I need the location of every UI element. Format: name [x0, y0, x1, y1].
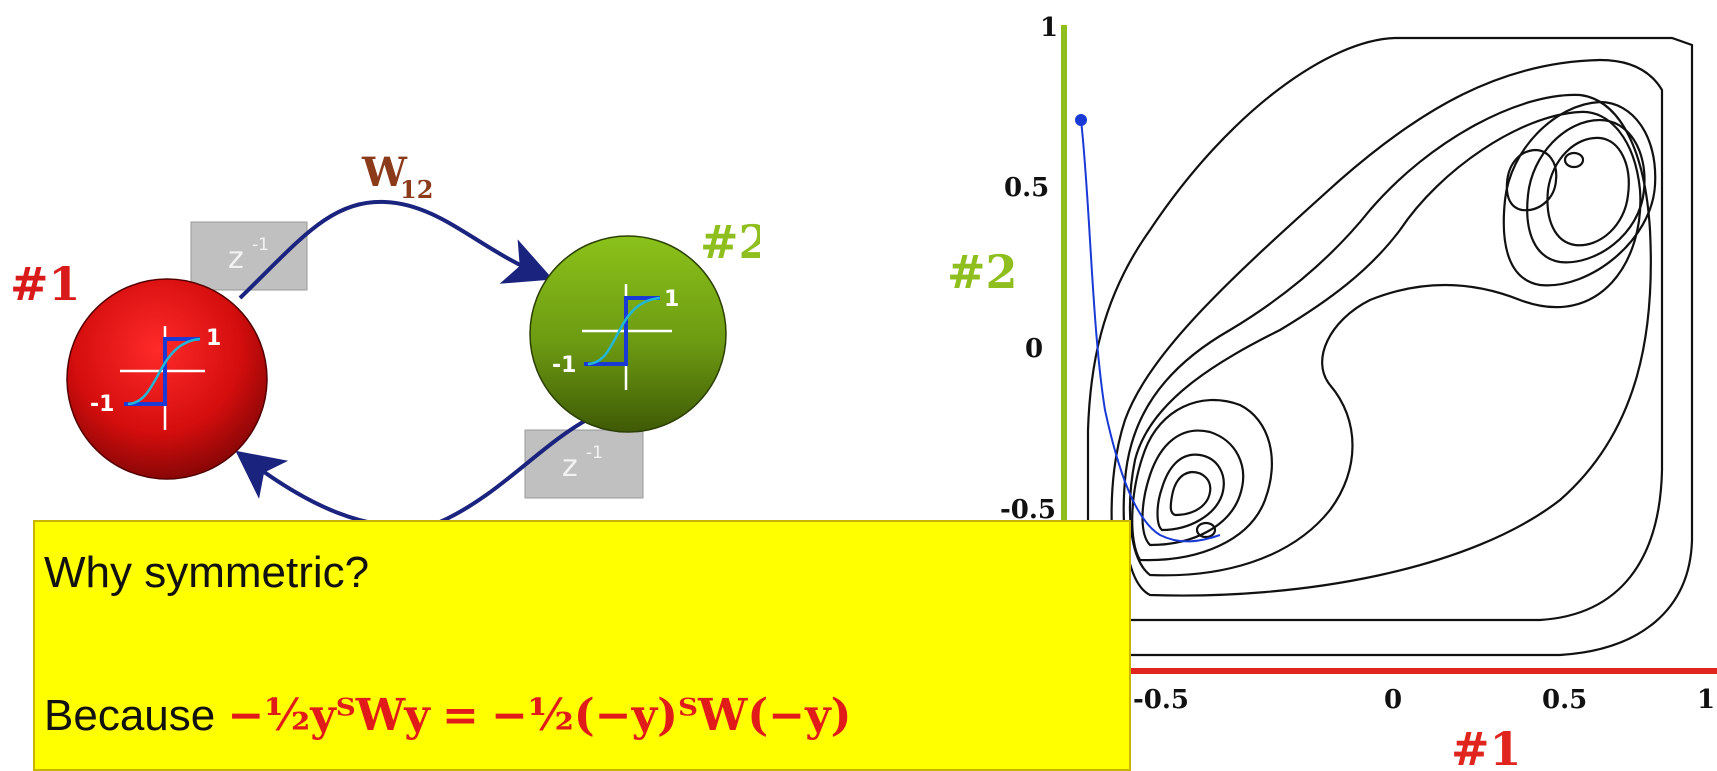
- contour-lines: [1088, 38, 1692, 655]
- y-tick-1: 1: [1040, 13, 1058, 43]
- x-axis-label: #1: [1451, 722, 1522, 771]
- delay-label-1: z: [228, 241, 244, 276]
- note-because: Because: [44, 691, 215, 740]
- neuron-1-plus-one: 1: [206, 326, 221, 351]
- neuron-1-label: #1: [10, 257, 81, 311]
- trajectory-start-point: [1075, 114, 1087, 126]
- y-tick-0-5: 0.5: [1004, 173, 1049, 203]
- equation-lhs: −½yᵀWy: [227, 690, 429, 741]
- x-tick-0-5: 0.5: [1542, 685, 1587, 715]
- y-axis-label: #2: [947, 245, 1018, 299]
- neuron-2-plus-one: 1: [664, 287, 679, 312]
- equation-equals: =: [442, 690, 479, 741]
- weight-subscript: 12: [400, 175, 433, 204]
- delay-sup-2: -1: [586, 443, 603, 463]
- note-equation: Because −½yᵀWy = −½(−y)ᵀW(−y): [44, 690, 851, 741]
- x-tick-neg-0-5: -0.5: [1133, 685, 1189, 715]
- neuron-2-label: #2: [700, 215, 760, 269]
- x-tick-1: 1: [1697, 685, 1715, 715]
- y-tick-0: 0: [1025, 334, 1043, 364]
- equation-rhs: −½(−y)ᵀW(−y): [491, 690, 851, 741]
- delay-label-2: z: [562, 449, 578, 484]
- neuron-1-minus-one: -1: [90, 392, 114, 417]
- note-question: Why symmetric?: [44, 548, 369, 598]
- neuron-2-minus-one: -1: [552, 353, 576, 378]
- neuron-2: 1 -1: [530, 236, 726, 432]
- delay-box-1: z -1: [191, 222, 307, 290]
- x-tick-0: 0: [1384, 685, 1402, 715]
- delay-box-2: z -1: [525, 430, 643, 498]
- neuron-1: 1 -1: [67, 279, 267, 479]
- delay-sup-1: -1: [252, 235, 269, 255]
